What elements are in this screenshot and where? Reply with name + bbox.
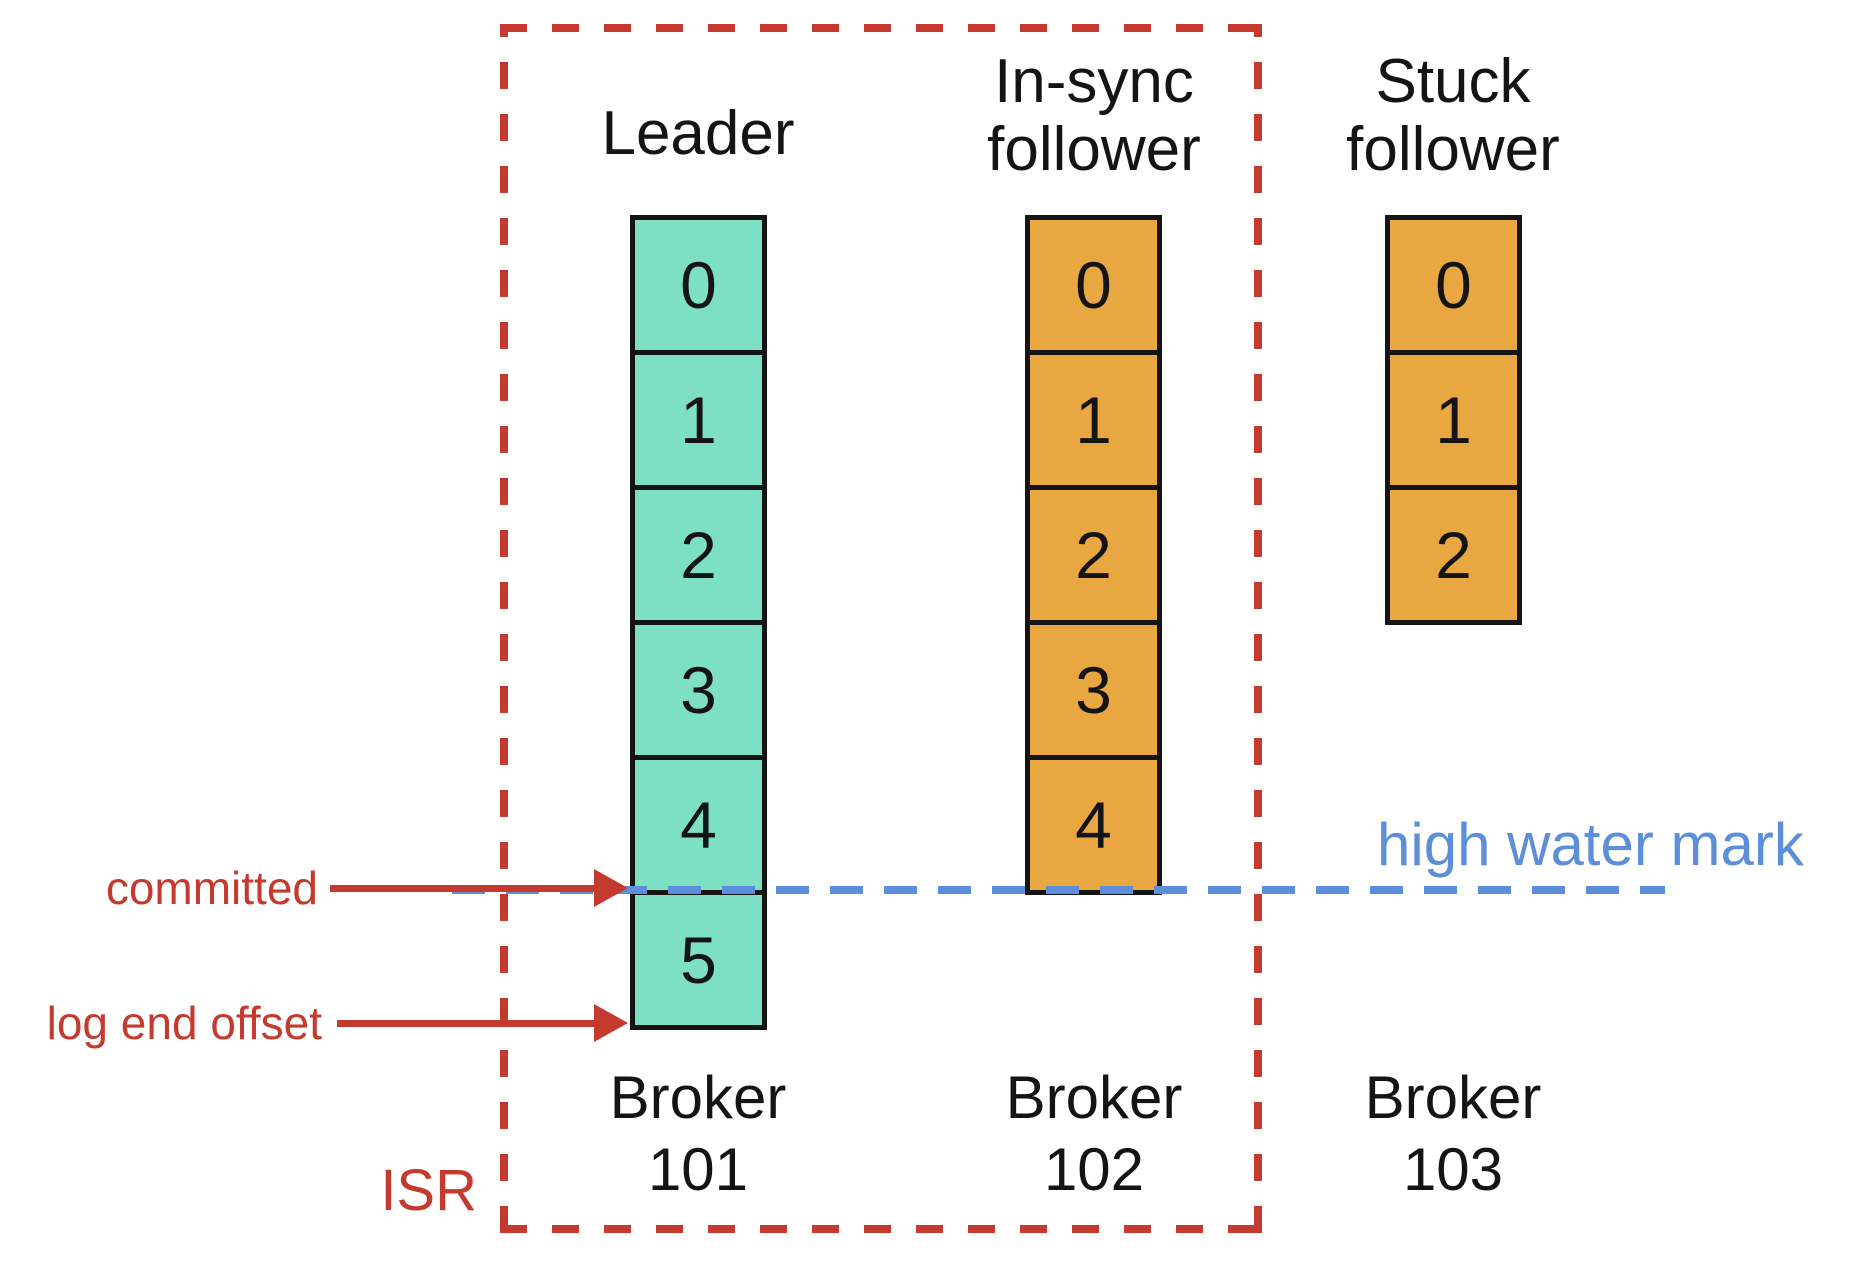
broker-102-line2: 102 — [1043, 1136, 1145, 1203]
insync-title-line1: In-sync — [994, 47, 1194, 116]
broker-102-line1: Broker — [1005, 1064, 1183, 1131]
stuck-log-cell-0: 0 — [1385, 215, 1522, 355]
leader-log-cell-5: 5 — [630, 890, 767, 1030]
stuck-log-cell-2: 2 — [1385, 485, 1522, 625]
isr-boundary-box — [500, 24, 1262, 1233]
committed-arrow-shaft — [330, 885, 598, 892]
leader-log-cell-0: 0 — [630, 215, 767, 355]
insync-log-cell-4: 4 — [1025, 755, 1162, 895]
leader-log-cell-2: 2 — [630, 485, 767, 625]
stuck-title-line2: follower — [1346, 115, 1560, 184]
broker-103-line1: Broker — [1364, 1064, 1542, 1131]
committed-label: committed — [105, 862, 318, 914]
committed-arrowhead-icon — [594, 869, 628, 907]
stuck-follower-column-title: Stuck follower — [1253, 48, 1653, 184]
log-end-offset-arrowhead-icon — [594, 1004, 628, 1042]
isr-box-right-edge — [1254, 24, 1262, 1233]
leader-log-cell-4: 4 — [630, 755, 767, 895]
insync-title-line2: follower — [987, 115, 1201, 184]
log-end-offset-arrow-shaft — [337, 1020, 598, 1027]
leader-log-column: 0 1 2 3 4 5 — [630, 215, 767, 1030]
broker-103-label: Broker 103 — [1253, 1062, 1653, 1206]
broker-101-line2: 101 — [647, 1136, 749, 1203]
log-end-offset-arrow — [337, 1004, 637, 1042]
stuck-follower-log-column: 0 1 2 — [1385, 215, 1522, 625]
broker-101-label: Broker 101 — [498, 1062, 898, 1206]
insync-log-cell-3: 3 — [1025, 620, 1162, 760]
leader-column-title: Leader — [601, 99, 795, 168]
isr-box-top-edge — [500, 24, 1262, 32]
high-water-mark-line — [452, 886, 1665, 894]
committed-arrow — [330, 869, 630, 907]
stuck-title-line1: Stuck — [1375, 47, 1531, 116]
insync-log-cell-1: 1 — [1025, 350, 1162, 490]
insync-follower-log-column: 0 1 2 3 4 — [1025, 215, 1162, 895]
isr-box-bottom-edge — [500, 1225, 1262, 1233]
insync-follower-column-title: In-sync follower — [894, 48, 1294, 184]
leader-log-cell-3: 3 — [630, 620, 767, 760]
stuck-log-cell-1: 1 — [1385, 350, 1522, 490]
isr-label: ISR — [380, 1158, 477, 1223]
insync-log-cell-0: 0 — [1025, 215, 1162, 355]
log-end-offset-label: log end offset — [46, 997, 322, 1049]
insync-log-cell-2: 2 — [1025, 485, 1162, 625]
broker-102-label: Broker 102 — [894, 1062, 1294, 1206]
isr-box-left-edge — [500, 24, 508, 1233]
high-water-mark-label: high water mark — [1377, 811, 1804, 878]
broker-103-line2: 103 — [1402, 1136, 1504, 1203]
leader-log-cell-1: 1 — [630, 350, 767, 490]
broker-101-line1: Broker — [609, 1064, 787, 1131]
